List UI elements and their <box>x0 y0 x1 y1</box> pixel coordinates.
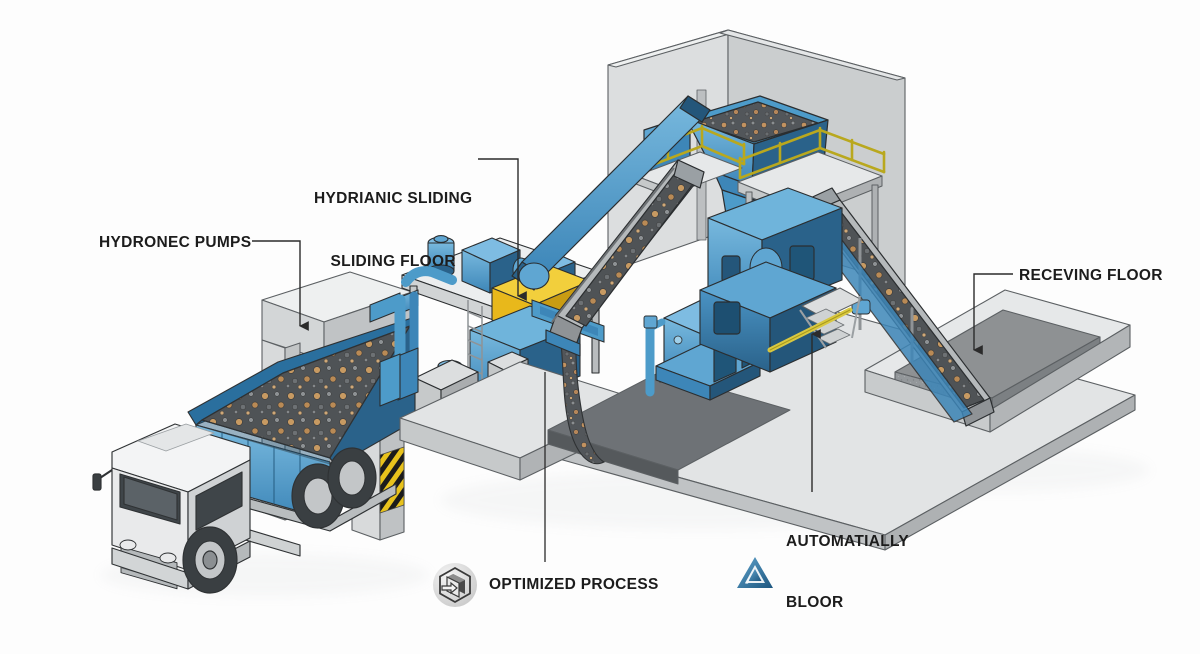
truck-wheels <box>182 447 377 594</box>
automatially-bloor-text: AUTOMATIALLY BLOOR <box>786 492 909 653</box>
sliding-floor-line2: SLIDING FLOOR <box>330 252 456 270</box>
blue-mountain-triangle-icon <box>737 556 773 588</box>
processing-machine <box>699 187 843 373</box>
callout-label-hydronec-pumps: HYDRONEC PUMPS <box>99 234 252 251</box>
upper-conveyor-arm <box>511 95 711 291</box>
leader-sliding-floor <box>478 158 527 301</box>
callout-leaders <box>252 158 1013 562</box>
leader-hydronec-pumps <box>252 240 309 331</box>
grey-hex-cube-arrow-icon <box>433 563 477 607</box>
auxiliary-blue-tanks <box>379 347 419 407</box>
sliding-floor-line1: HYDRIANIC SLIDING <box>314 189 473 207</box>
icon-callout-optimized-process: OPTIMIZED PROCESS <box>432 562 659 608</box>
isometric-dump-truck <box>92 317 417 594</box>
callout-label-receving-floor: RECEVING FLOOR <box>1019 267 1163 284</box>
automatially-line2: BLOOR <box>786 593 844 611</box>
automatially-line1: AUTOMATIALLY <box>786 533 910 551</box>
yellow-floor-rail <box>767 307 853 353</box>
icon-callout-automatially-bloor: AUTOMATIALLY BLOOR <box>735 492 909 653</box>
left-incline-conveyor <box>545 159 705 357</box>
optimized-process-text: OPTIMIZED PROCESS <box>489 575 659 593</box>
callout-label-sliding-floor: HYDRIANIC SLIDING SLIDING FLOOR <box>314 147 472 314</box>
leader-receving-floor <box>973 273 1013 355</box>
